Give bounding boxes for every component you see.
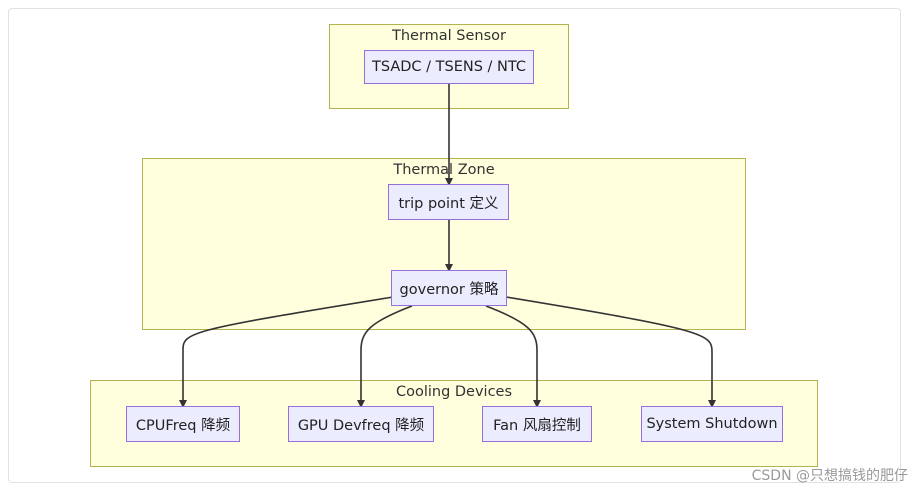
edge-governor-to-cpufreq: [179, 296, 394, 408]
node-cpufreq: CPUFreq 降频: [126, 406, 240, 442]
cluster-title-thermal-sensor: Thermal Sensor: [391, 28, 507, 44]
edge-governor-to-fan: [485, 305, 541, 408]
cluster-title-thermal-zone: Thermal Zone: [393, 162, 495, 178]
watermark-text: CSDN @只想搞钱的肥仔: [751, 468, 908, 484]
node-tsadc-tsens-ntc: TSADC / TSENS / NTC: [364, 50, 534, 84]
diagram-frame: [8, 8, 901, 483]
node-trip-point: trip point 定义: [388, 184, 509, 220]
node-governor: governor 策略: [391, 270, 507, 306]
edge-governor-to-gpu: [357, 305, 413, 408]
node-gpu-devfreq: GPU Devfreq 降频: [288, 406, 434, 442]
node-system-shutdown: System Shutdown: [641, 406, 783, 442]
edge-governor-to-shutdown: [505, 296, 716, 408]
node-fan: Fan 风扇控制: [482, 406, 592, 442]
cluster-title-cooling-devices: Cooling Devices: [395, 384, 513, 400]
